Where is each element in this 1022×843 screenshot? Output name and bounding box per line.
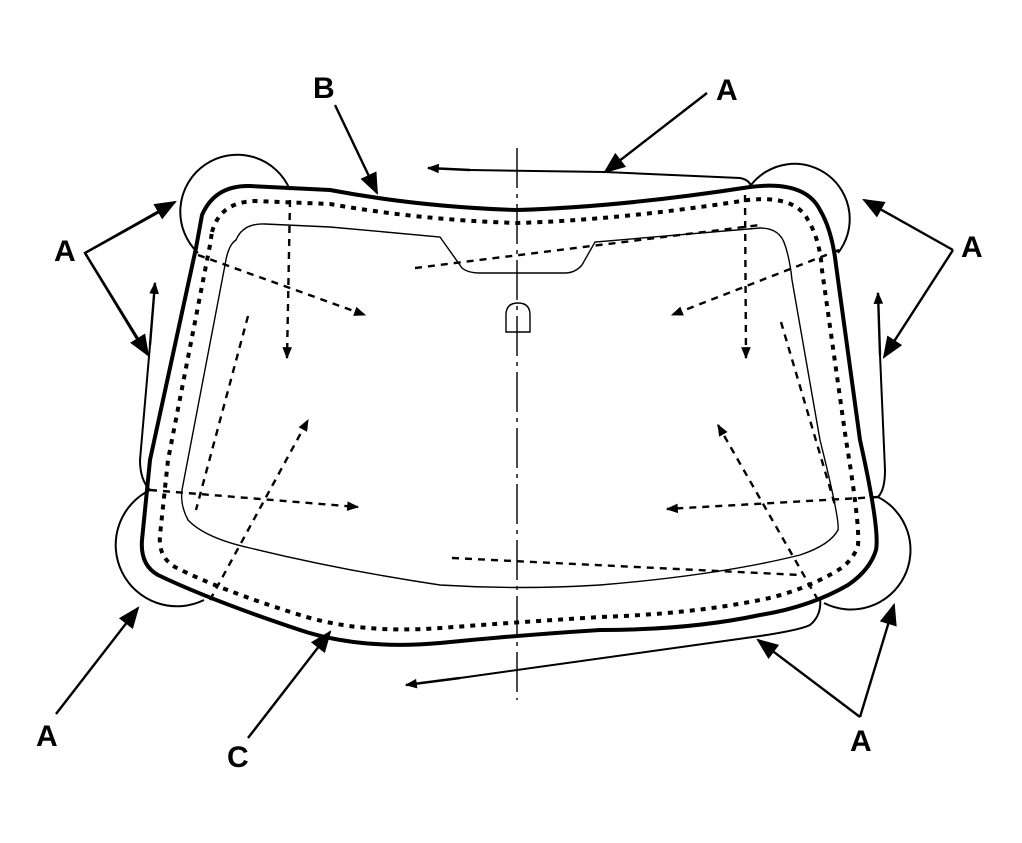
top-trim-arrow [426, 163, 471, 174]
label-a-bottom-right: A [850, 725, 872, 758]
label-b-top: B [313, 72, 335, 105]
dashed-direction-arrows [149, 194, 879, 601]
left-trim-line [138, 344, 151, 491]
label-a-bottom-left: A [36, 720, 58, 753]
label-a-right: A [961, 231, 983, 264]
left-trim-arrow [148, 281, 159, 346]
leader-arrows [55, 92, 955, 739]
mirror-mount [505, 302, 531, 333]
right-trim-arrow [873, 291, 884, 356]
upper-trim-line [469, 169, 752, 188]
right-trim-line [877, 354, 887, 498]
label-c-bottom: C [227, 741, 249, 774]
adhesive-bead-line [157, 197, 861, 632]
inner-border-line [180, 223, 839, 589]
bottom-trim-arrow [404, 676, 461, 689]
label-a-left: A [54, 235, 76, 268]
glass-outer-edge [139, 183, 879, 647]
lower-trim-line [459, 597, 822, 679]
corner-circles [114, 153, 912, 611]
label-a-top-right: A [716, 74, 738, 107]
